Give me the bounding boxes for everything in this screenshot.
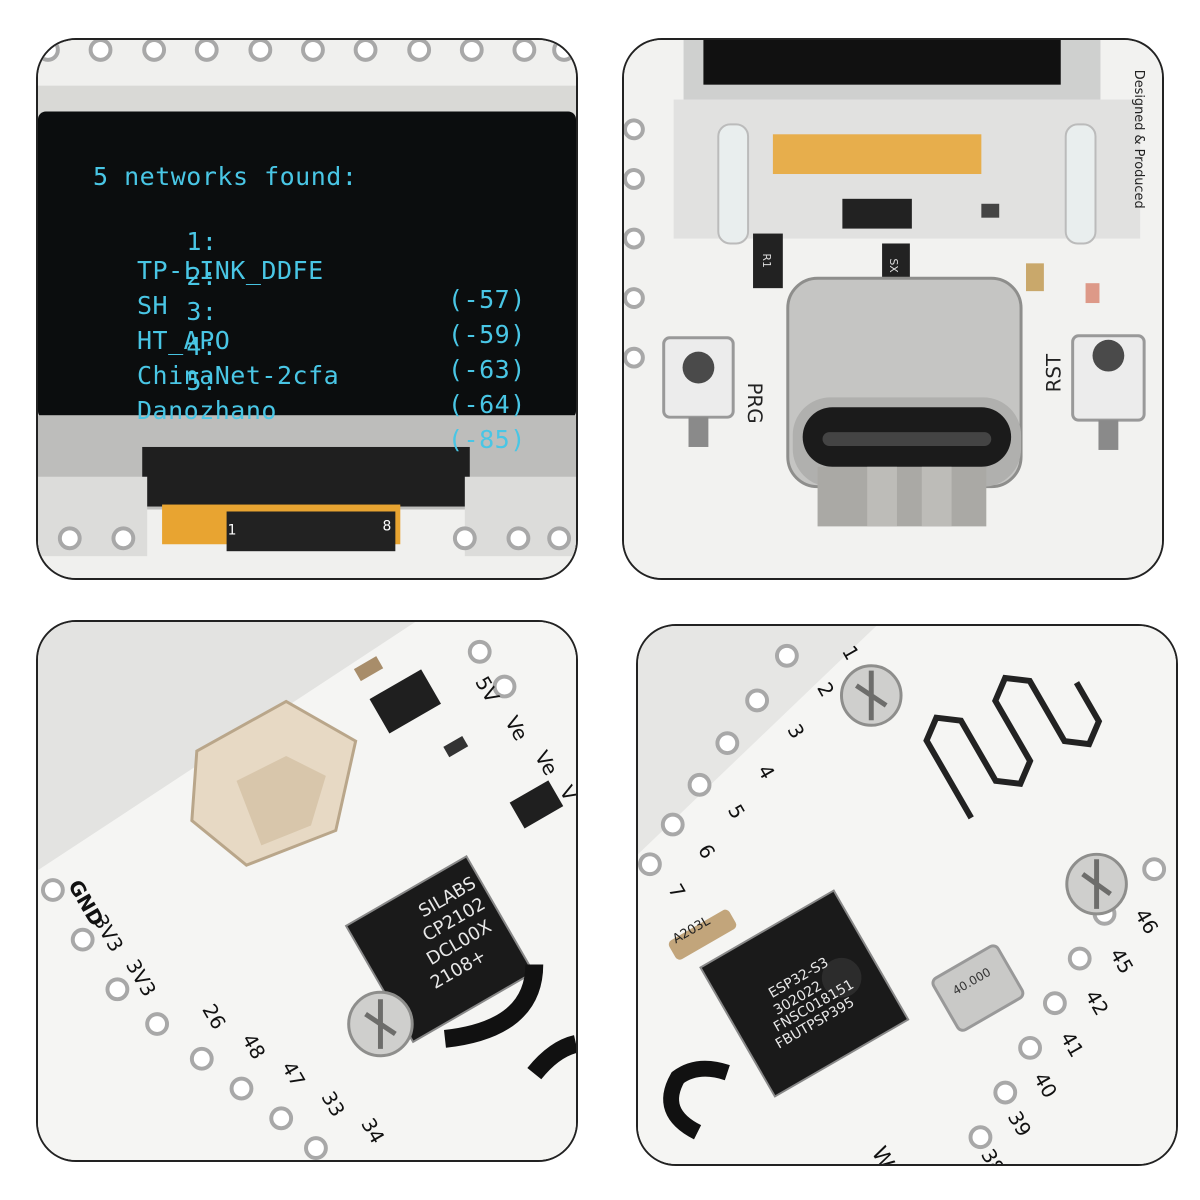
oled-panel: 1 8 5 networks found: 1: TP-LINK_DDFE (-… [36, 38, 578, 580]
network-rssi: (-63) [448, 355, 526, 384]
network-rssi: (-57) [448, 285, 526, 314]
rst-label: RST [1043, 353, 1066, 392]
prg-label: PRG [743, 382, 766, 423]
network-index: 3: [186, 297, 218, 326]
network-rssi: (-59) [448, 320, 526, 349]
cp2102-board-illustration: SILABS CP2102 DCL00X 2108+ GND 3V3 3V3 2… [38, 622, 576, 1160]
network-row: 1: TP-LINK_DDFE (-57) [93, 198, 525, 343]
smd-label-2: SX [887, 258, 900, 273]
network-index: 5: [186, 367, 218, 396]
flex-label-right: 8 [382, 518, 391, 534]
network-name: SH [137, 291, 169, 320]
usb-board-illustration: Designed & Produced R1 SX PRG RST [624, 40, 1162, 578]
oled-screen-text: 5 networks found: 1: TP-LINK_DDFE (-57) … [38, 40, 576, 578]
network-name: ChinaNet-2cfa [137, 361, 340, 390]
usb-panel: Designed & Produced R1 SX PRG RST [622, 38, 1164, 580]
network-rssi: (-64) [448, 390, 526, 419]
cp2102-panel: SILABS CP2102 DCL00X 2108+ GND 3V3 3V3 2… [36, 620, 578, 1162]
oled-board-illustration: 1 8 [38, 40, 576, 578]
network-row: 2: SH (-59) [93, 233, 525, 378]
network-row: 5: Danozhano (-85) [93, 338, 525, 483]
network-name: TP-LINK_DDFE [137, 256, 324, 285]
esp32-chip [699, 889, 910, 1098]
network-index: 4: [186, 332, 218, 361]
top-pin-row [38, 40, 576, 62]
network-row: 3: HT_APO (-63) [93, 268, 525, 413]
smd-label-1: R1 [760, 253, 773, 268]
esp32-panel: ESP32-S3 302022 FNSC018151 FBUTPSP395 40… [636, 624, 1178, 1166]
network-index: 2: [186, 262, 218, 291]
bottom-pin-row [57, 526, 572, 551]
network-rssi: (-85) [448, 425, 526, 454]
flex-label-left: 1 [228, 522, 237, 538]
oled-header: 5 networks found: [93, 162, 358, 191]
network-index: 1: [186, 227, 218, 256]
silk-vertical-text: Designed & Produced [1131, 70, 1146, 209]
network-name: HT_APO [137, 326, 231, 355]
network-row: 4: ChinaNet-2cfa (-64) [93, 303, 525, 448]
esp32-board-illustration: ESP32-S3 302022 FNSC018151 FBUTPSP395 40… [638, 626, 1176, 1164]
network-name: Danozhano [137, 396, 277, 425]
